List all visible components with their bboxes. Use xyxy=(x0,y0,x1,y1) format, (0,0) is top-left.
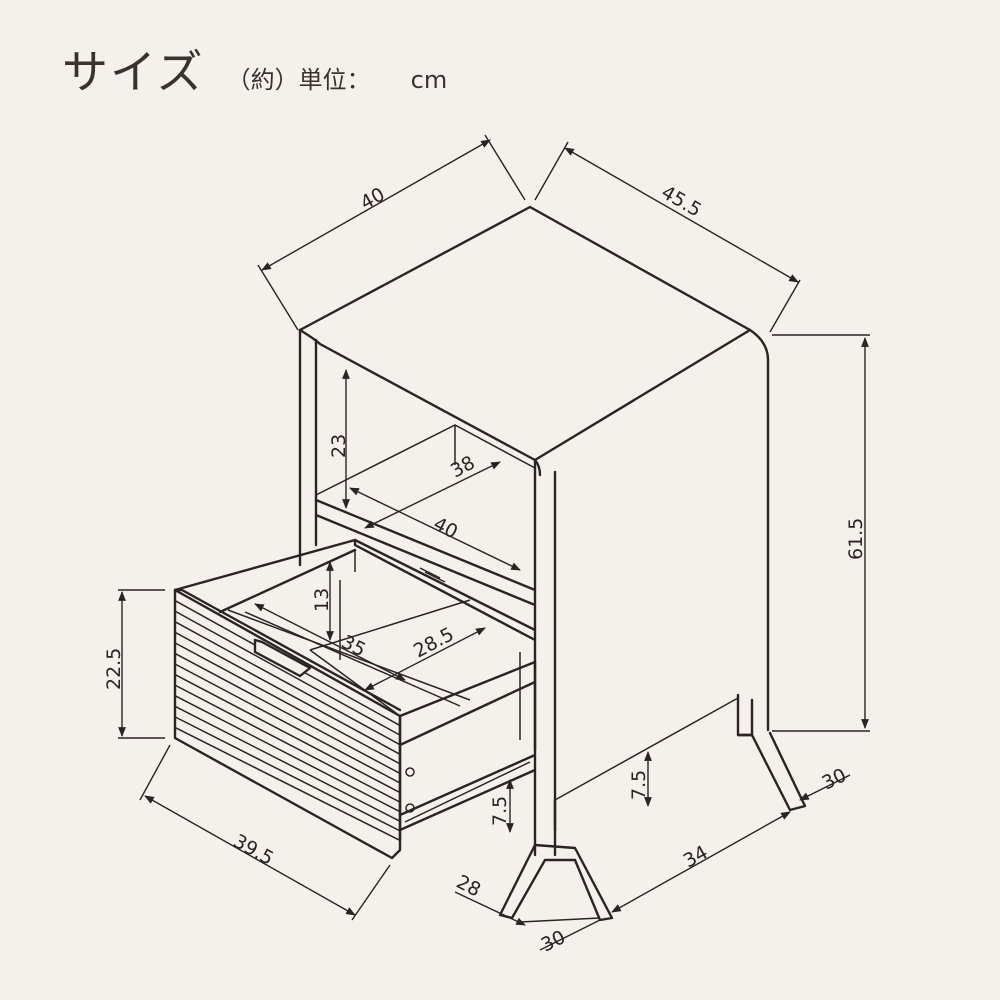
dim-top-width: 40 xyxy=(357,183,389,214)
drawer-slat-line xyxy=(174,695,401,813)
dim-leg-foot-side: 30 xyxy=(819,764,850,794)
page-title: サイズ xyxy=(62,45,205,99)
dim-leg-height-side: 7.5 xyxy=(628,770,650,800)
dimension-lines xyxy=(118,134,870,951)
drawer-slat-line xyxy=(174,621,401,746)
drawer-slat-line xyxy=(174,684,401,803)
approx-unit-label: （約）単位： xyxy=(226,66,371,94)
drawer-slat-line xyxy=(174,663,401,784)
dim-leg-spread-side: 34 xyxy=(680,841,712,872)
dim-shelf-height: 23 xyxy=(328,434,350,458)
drawer-slat-line xyxy=(174,726,401,842)
cabinet-body xyxy=(298,205,770,857)
dim-drawer-inner-depth: 35 xyxy=(338,631,370,662)
dim-leg-height-front: 7.5 xyxy=(489,796,511,826)
unit-label: cm xyxy=(410,66,448,94)
drawer-slat-line xyxy=(174,716,401,832)
drawer-slat-line xyxy=(174,673,401,794)
dim-drawer-inner-height: 13 xyxy=(311,588,333,612)
drawer-slat-line xyxy=(174,642,401,765)
dim-total-height: 61.5 xyxy=(845,518,867,560)
dim-leg-foot-front: 30 xyxy=(538,926,569,956)
drawer-slat-line xyxy=(174,705,401,822)
dim-shelf-depth: 38 xyxy=(447,452,479,483)
dim-drawer-front-width: 39.5 xyxy=(230,830,278,870)
dim-leg-spread-front: 28 xyxy=(453,871,485,902)
legs xyxy=(498,693,807,922)
dim-drawer-front-height: 22.5 xyxy=(103,648,125,690)
drawer-slat-line xyxy=(174,610,401,736)
drawer-slat-line xyxy=(174,631,401,755)
drawer xyxy=(173,538,537,860)
dim-drawer-inner-width: 28.5 xyxy=(410,623,458,662)
drawer-slat-line xyxy=(174,652,401,775)
title: サイズ （約）単位： cm xyxy=(62,36,447,102)
drawer-front-slats xyxy=(174,599,401,842)
